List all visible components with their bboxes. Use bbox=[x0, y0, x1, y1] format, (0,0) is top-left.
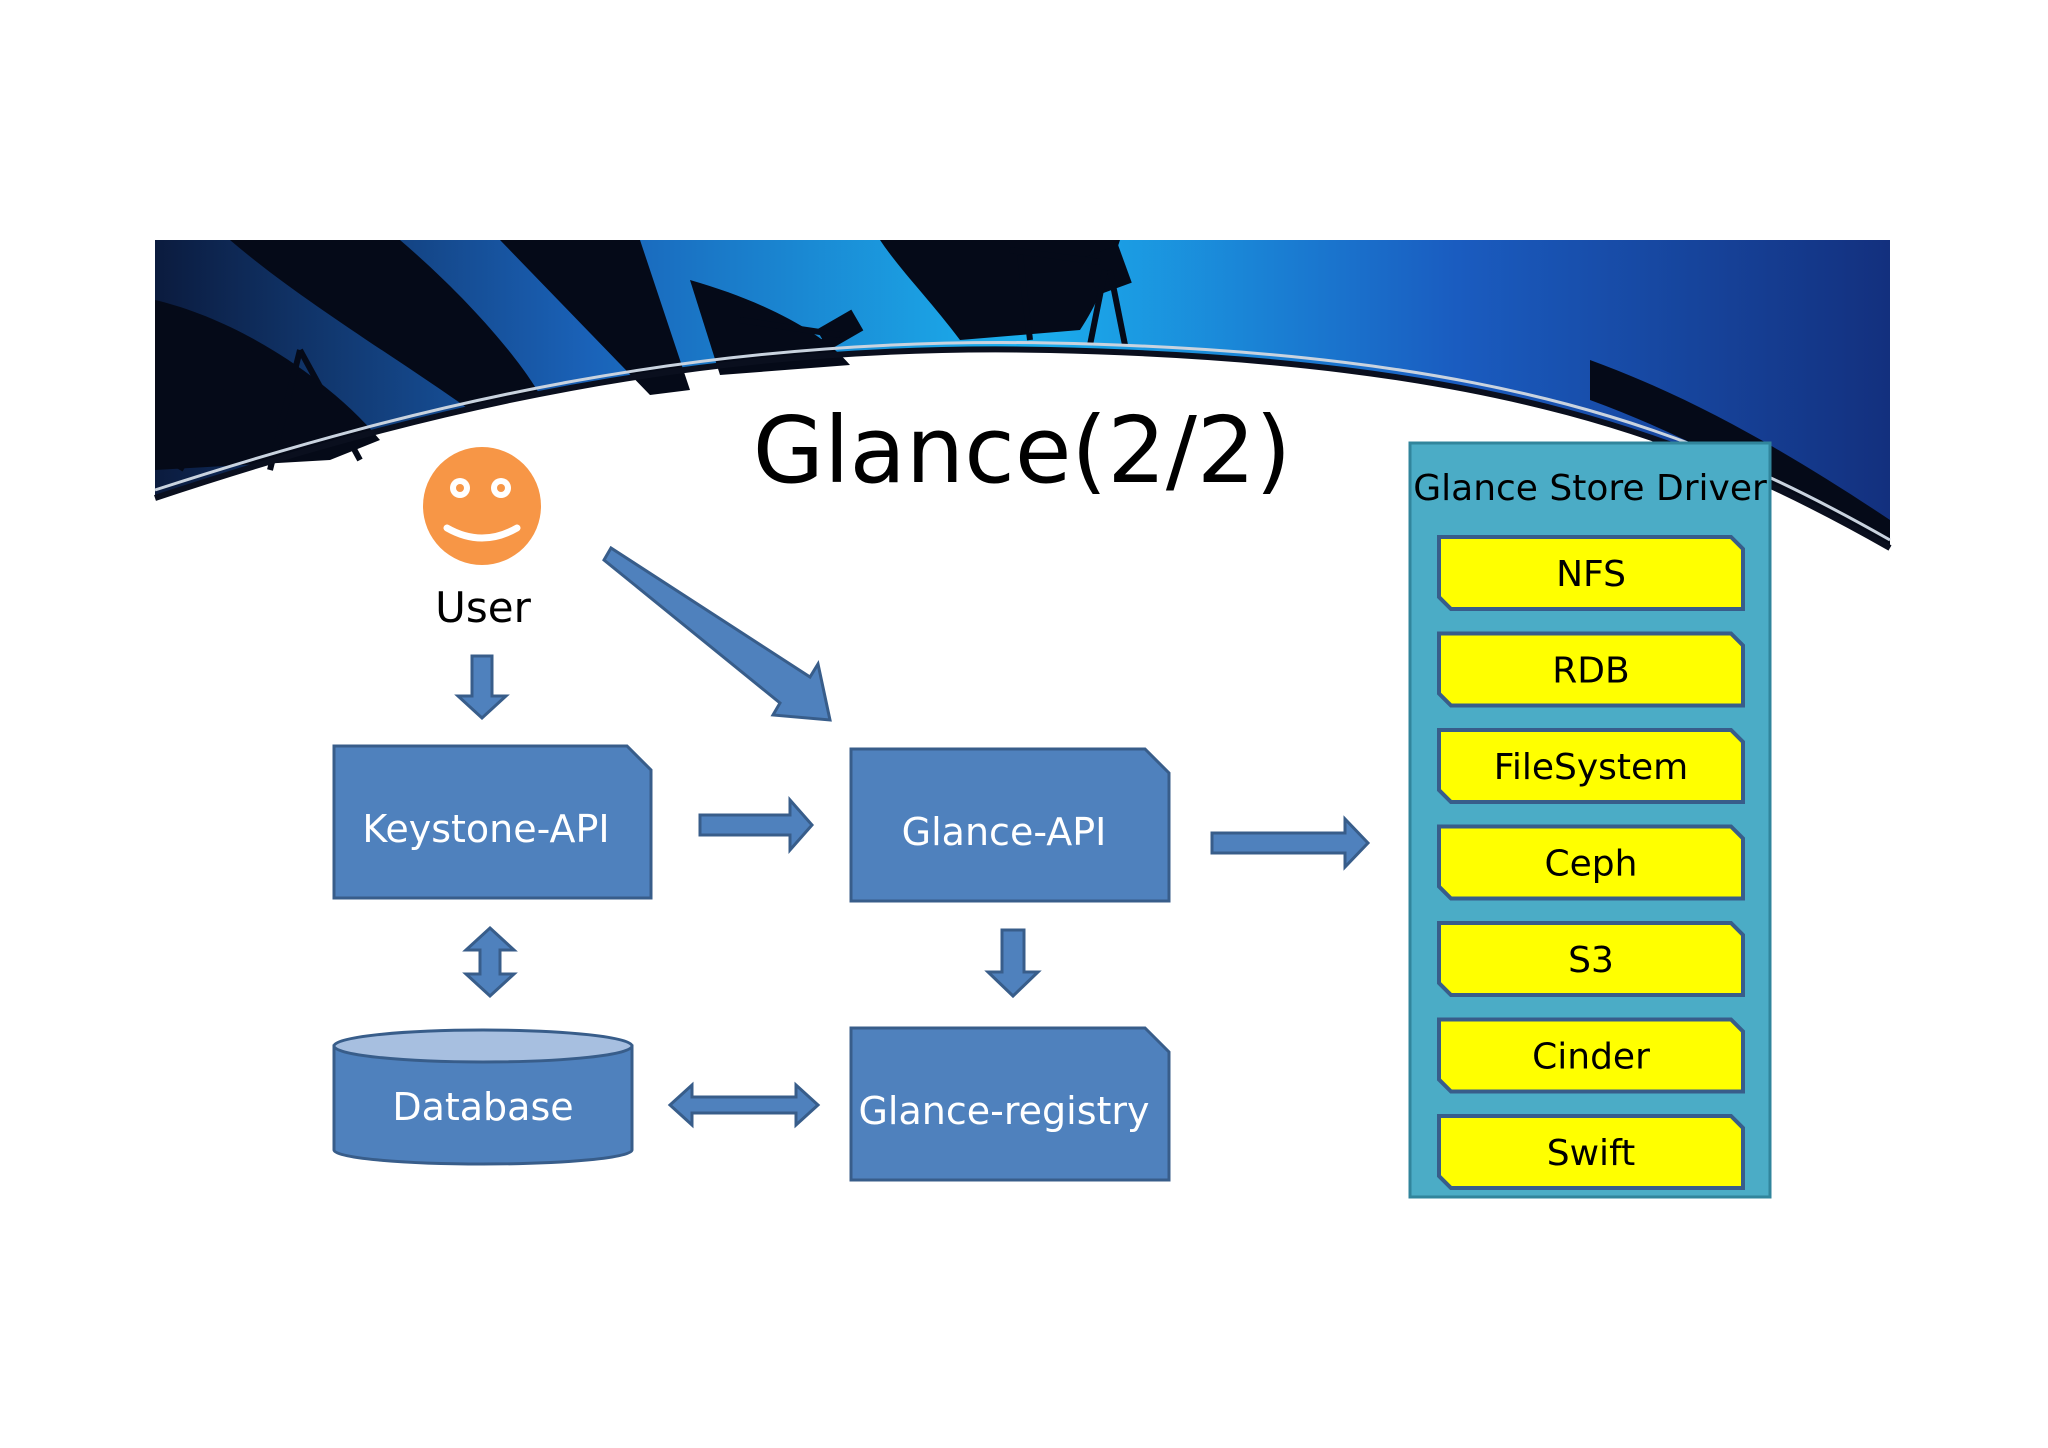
smiley-face-icon bbox=[423, 447, 541, 565]
user-label: User bbox=[435, 583, 531, 632]
node-glance-api: Glance-API bbox=[849, 747, 1171, 903]
driver-label: RDB bbox=[1552, 651, 1629, 692]
glance-api-label: Glance-API bbox=[902, 810, 1107, 854]
driver-label: NFS bbox=[1556, 554, 1626, 595]
driver-label: Swift bbox=[1547, 1133, 1635, 1174]
driver-nfs: NFS bbox=[1437, 535, 1745, 611]
arrow-user-to-glance-api bbox=[602, 545, 832, 722]
flow-arrows bbox=[454, 545, 1371, 1129]
driver-ceph: Ceph bbox=[1437, 824, 1745, 901]
driver-label: S3 bbox=[1568, 940, 1614, 981]
slide-title: Glance(2/2) bbox=[753, 397, 1292, 504]
driver-filesystem: FileSystem bbox=[1437, 728, 1745, 804]
driver-s3: S3 bbox=[1437, 921, 1745, 997]
driver-label: Cinder bbox=[1532, 1037, 1650, 1078]
user-actor: User bbox=[423, 447, 541, 632]
arrow-glance-api-to-store bbox=[1210, 815, 1371, 871]
arrow-keystone-to-glance-api bbox=[698, 796, 814, 854]
node-database: Database bbox=[332, 1028, 634, 1166]
driver-label: FileSystem bbox=[1494, 747, 1688, 788]
database-label: Database bbox=[392, 1085, 573, 1129]
driver-cinder: Cinder bbox=[1437, 1017, 1745, 1094]
driver-rdb: RDB bbox=[1437, 631, 1745, 708]
store-driver-title: Glance Store Driver bbox=[1413, 468, 1767, 509]
arrow-glance-api-to-registry bbox=[984, 928, 1042, 999]
arrow-keystone-database bbox=[462, 925, 518, 999]
store-driver-panel: Glance Store Driver NFS RDB FileSystemCeph… bbox=[1408, 441, 1772, 1199]
arrow-user-to-keystone bbox=[454, 654, 510, 721]
glance-registry-label: Glance-registry bbox=[858, 1089, 1149, 1133]
driver-swift: Swift bbox=[1437, 1114, 1745, 1190]
arrow-database-registry bbox=[667, 1081, 821, 1129]
node-glance-registry: Glance-registry bbox=[849, 1026, 1171, 1182]
keystone-api-label: Keystone-API bbox=[362, 807, 609, 851]
node-keystone-api: Keystone-API bbox=[332, 744, 653, 900]
driver-label: Ceph bbox=[1545, 844, 1638, 885]
